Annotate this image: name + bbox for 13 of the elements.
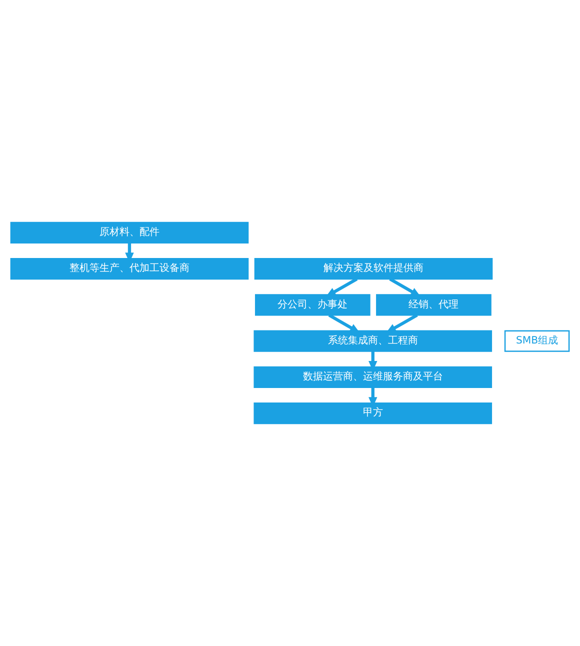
arrow: [326, 278, 358, 297]
node-box: 整机等生产、代加工设备商: [10, 258, 249, 280]
node-box: 经销、代理: [376, 294, 492, 316]
node-box: 分公司、办事处: [254, 294, 370, 316]
arrow: [328, 314, 360, 333]
node-box: SMB组成: [504, 330, 570, 352]
node-box: 甲方: [254, 402, 492, 424]
node-box: 解决方案及软件提供商: [254, 258, 493, 280]
arrow: [389, 278, 421, 297]
node-box: 原材料、配件: [10, 222, 249, 244]
node-box: 系统集成商、工程商: [254, 330, 492, 352]
arrow: [386, 314, 418, 333]
node-box: 数据运营商、运维服务商及平台: [254, 366, 492, 388]
